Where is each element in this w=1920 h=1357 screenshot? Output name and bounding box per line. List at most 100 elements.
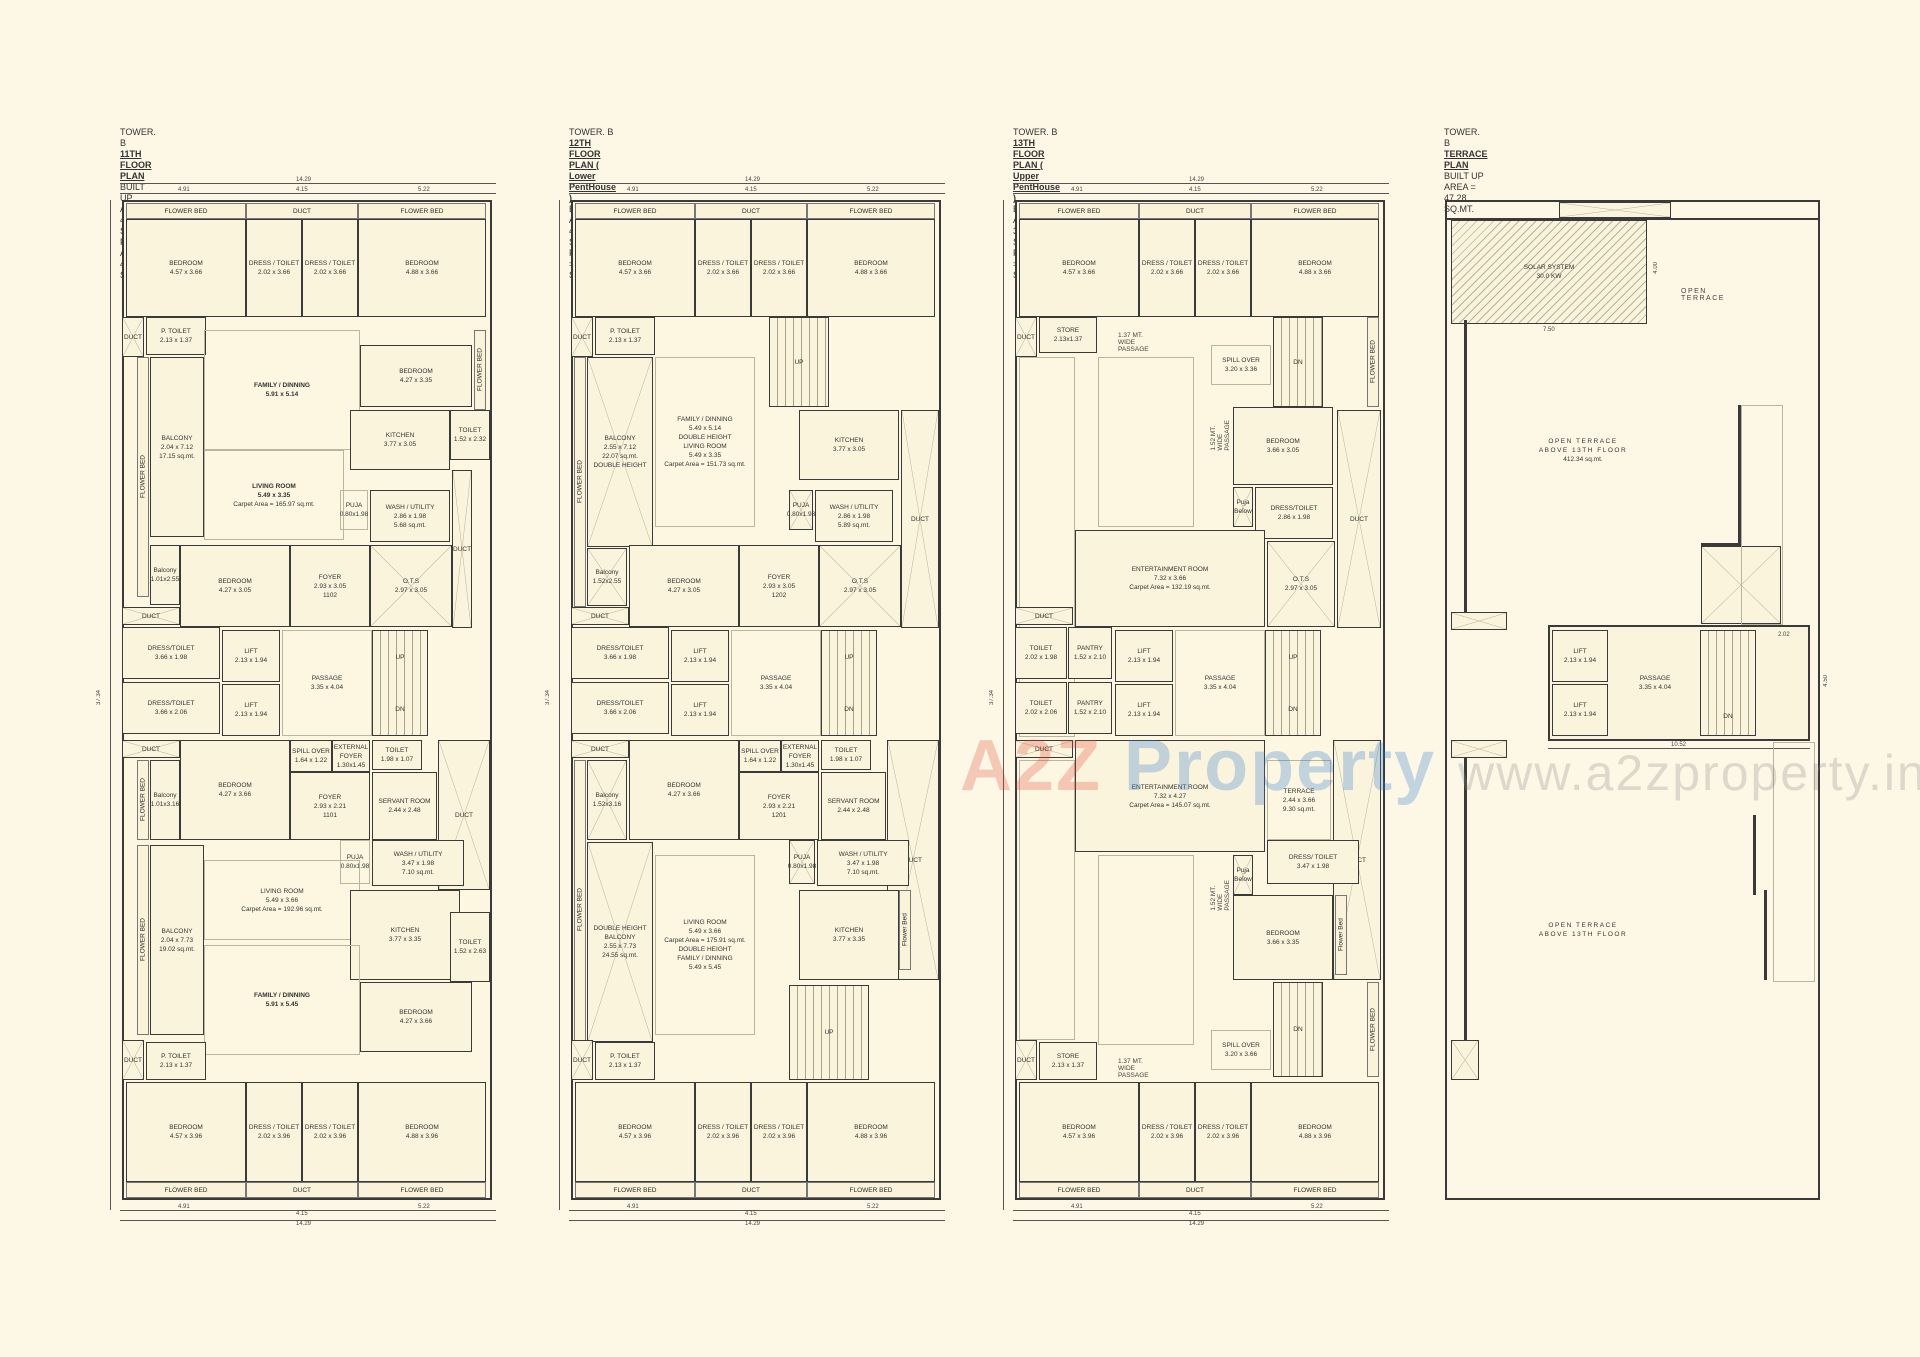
duct xyxy=(1741,405,1783,625)
duct: DUCT xyxy=(571,317,593,357)
stair-up-label: UP xyxy=(1288,653,1298,661)
flower-bed: FLOWER BED xyxy=(137,357,149,597)
duct: DUCT xyxy=(901,410,939,628)
stair-down-label: DN xyxy=(1293,358,1303,366)
flower-bed: FLOWER BED xyxy=(126,1182,246,1198)
tower-label: TOWER. B xyxy=(1444,127,1480,148)
dim-seg-3: 5.22 xyxy=(1311,187,1323,193)
flower-bed: FLOWER BED xyxy=(574,760,586,1060)
dim-seg-3: 5.22 xyxy=(867,187,879,193)
flower-bed: FLOWER BED xyxy=(137,760,149,840)
staircase: DN xyxy=(1273,317,1323,407)
duct: DUCT xyxy=(1139,203,1251,219)
stair-down-label: DN xyxy=(1288,705,1298,713)
duct: DUCT xyxy=(1139,1182,1251,1198)
duct: DUCT xyxy=(571,1040,593,1080)
flower-bed: FLOWER BED xyxy=(575,1182,695,1198)
stair-down-label: DN xyxy=(1723,713,1733,720)
dim-overall-width: 14.29 xyxy=(1189,177,1205,183)
duct: DUCT xyxy=(122,317,144,357)
duct: DUCT xyxy=(1015,1040,1037,1080)
dim-solar-height: 4.00 xyxy=(1653,262,1659,274)
dim-seg-1: 4.91 xyxy=(1071,187,1083,193)
duct xyxy=(1451,1040,1479,1080)
dim-stair-width: 2.02 xyxy=(1778,632,1790,638)
stair-down-label: DN xyxy=(1293,1026,1303,1033)
flower-bed: FLOWER BED xyxy=(126,203,246,219)
flower-bed: FLOWER BED xyxy=(474,330,486,410)
duct: DUCT xyxy=(438,740,490,890)
plan-title: 13TH FLOOR PLAN ( Upper PentHouse ) xyxy=(1013,138,1061,203)
flower-bed: FLOWER BED xyxy=(358,1182,486,1198)
duct: DUCT xyxy=(571,740,629,758)
flower-bed: FLOWER BED xyxy=(358,203,486,219)
dim-seg-1: 4.91 xyxy=(627,1204,639,1210)
puja-below: Puja Below xyxy=(1233,487,1253,527)
duct xyxy=(1559,202,1671,218)
duct xyxy=(1451,740,1507,758)
flower-bed: FLOWER BED xyxy=(574,357,586,607)
built-up-area: BUILT UP AREA = 47.28 SQ.MT. xyxy=(1444,171,1484,214)
dim-overall-depth: 37.34 xyxy=(96,690,102,706)
parapet-wall xyxy=(1764,890,1767,980)
duct: DUCT xyxy=(122,1040,144,1080)
puja-below: Puja Below xyxy=(1233,855,1253,895)
passage-label: 1.52 MT. WIDE PASSAGE xyxy=(1210,420,1231,451)
duct: DUCT xyxy=(1015,607,1073,625)
passage-label: 1.52 MT. WIDE PASSAGE xyxy=(1210,880,1231,911)
double-height-void xyxy=(1098,357,1194,527)
parapet-wall xyxy=(1753,815,1756,895)
dim-seg-2: 4.15 xyxy=(745,1211,757,1217)
dim-solar-width: 7.50 xyxy=(1543,327,1555,333)
stair-up-label: UP xyxy=(844,653,854,661)
flower-bed: FLOWER BED xyxy=(575,203,695,219)
